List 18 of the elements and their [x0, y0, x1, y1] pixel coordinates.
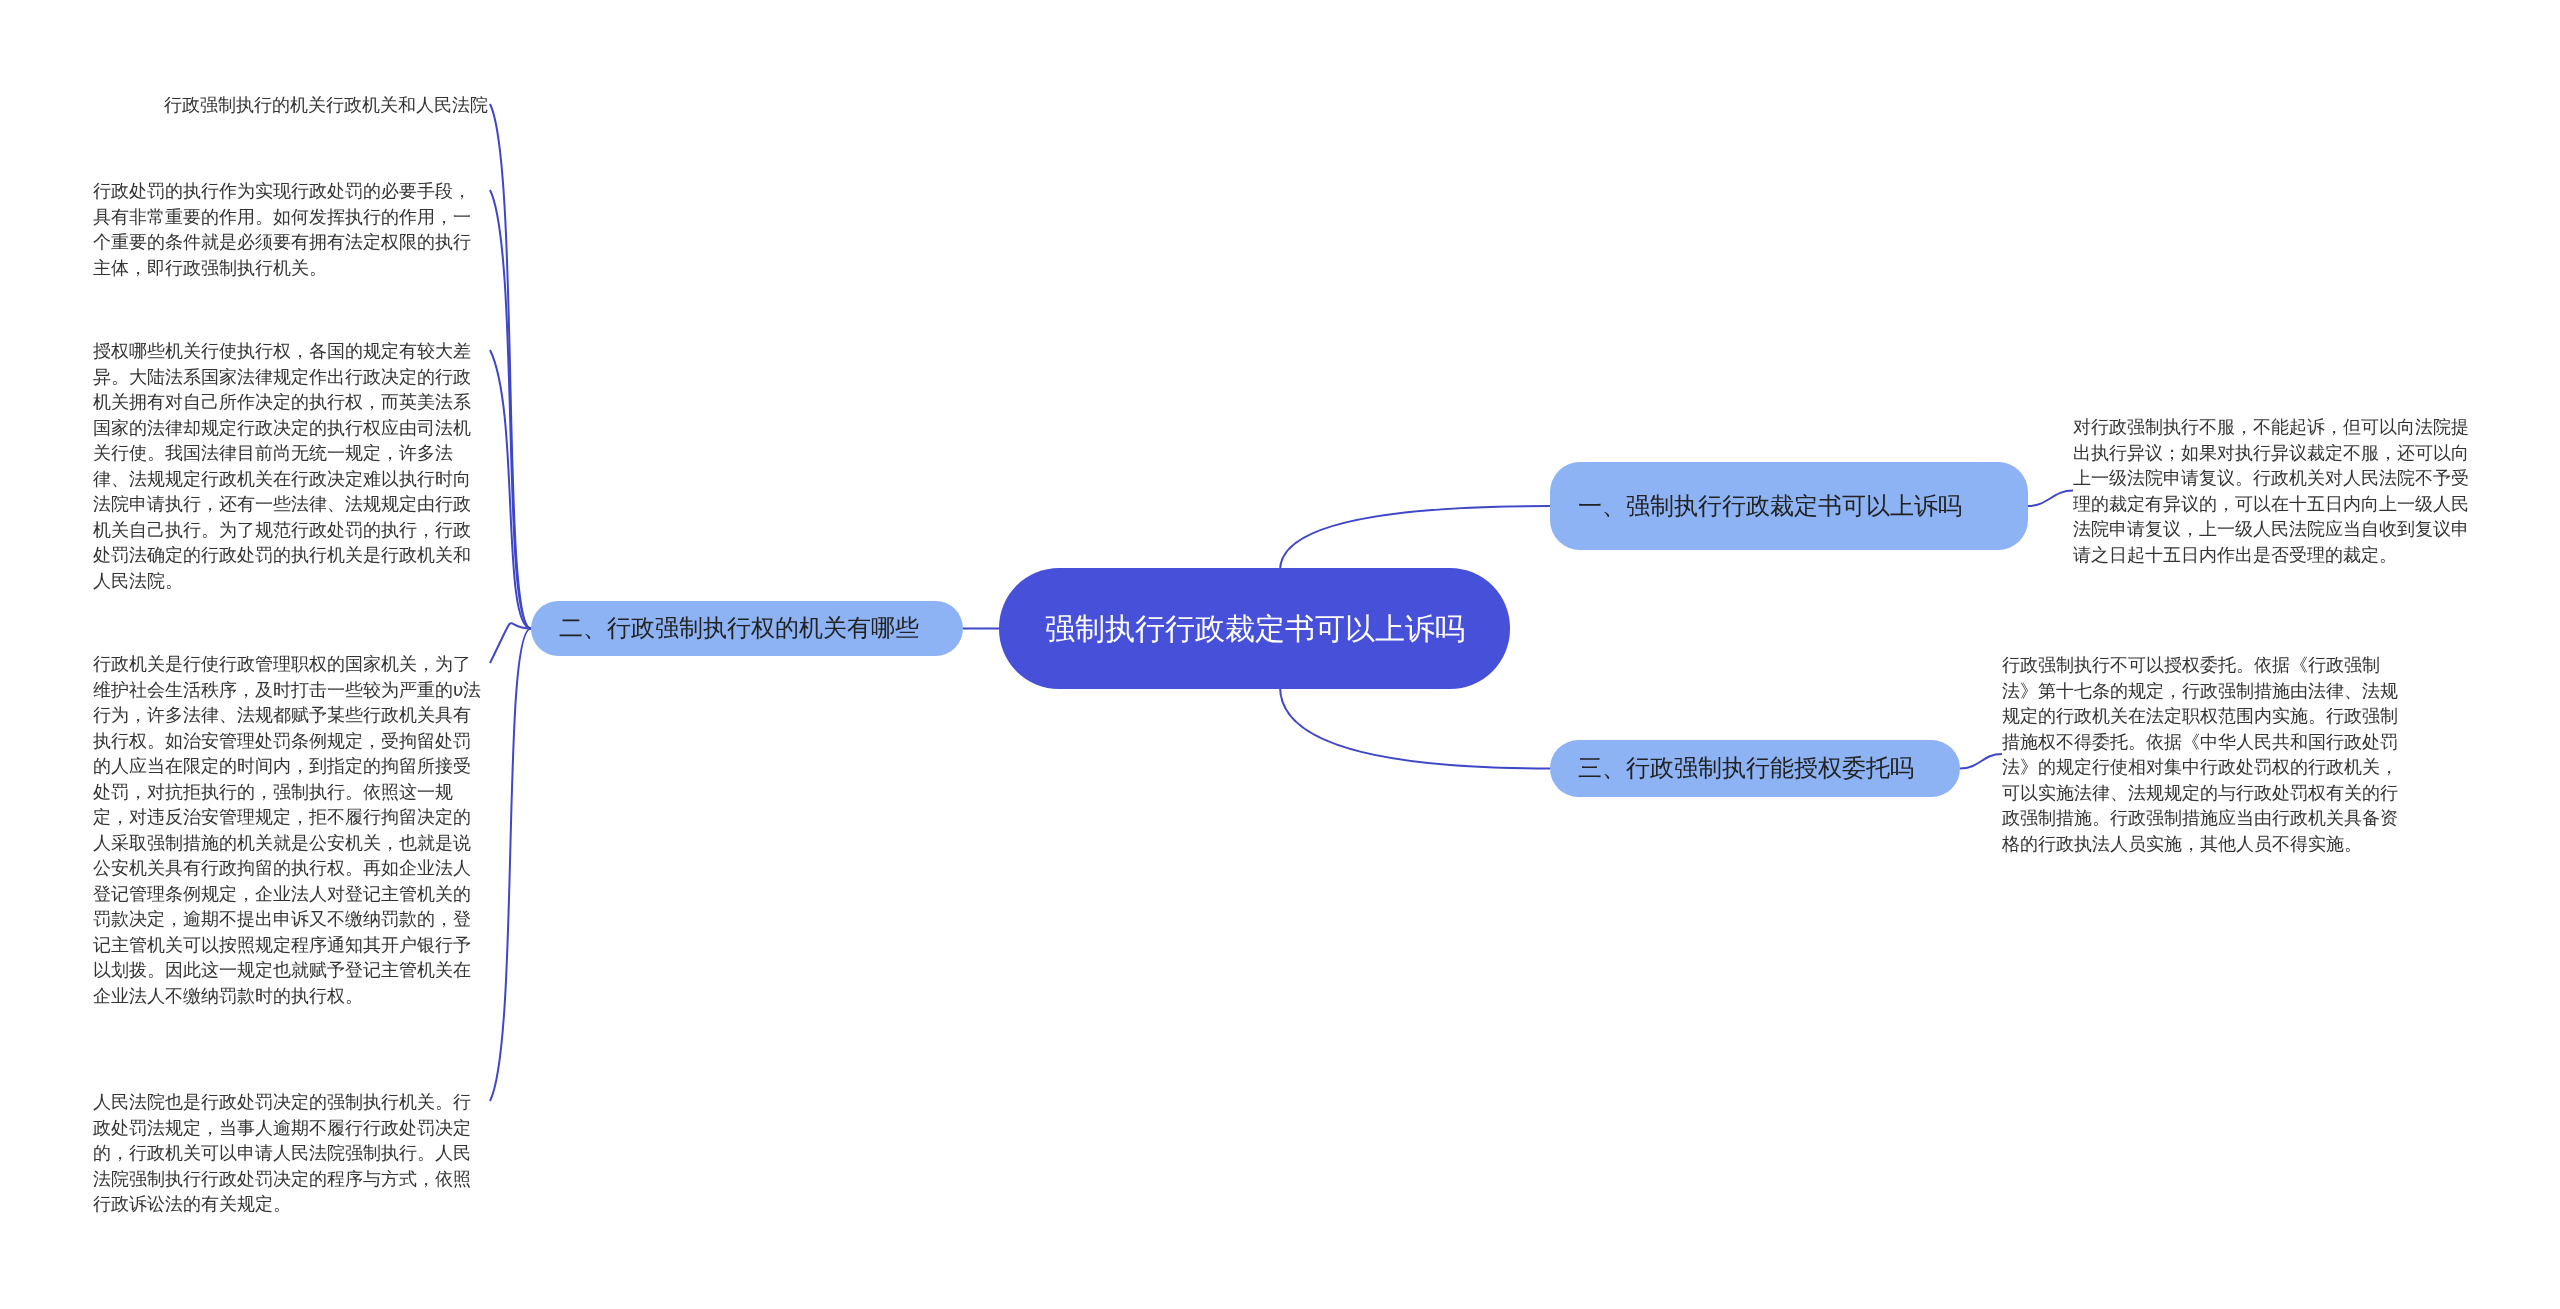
topic-box: 一、强制执行行政裁定书可以上诉吗: [1550, 462, 2028, 550]
connector: [1279, 505, 1551, 571]
note-text: 授权哪些机关行使执行权，各国的规定有较大差异。大陆法系国家法律规定作出行政决定的行政机关拥有对自己所作决定的执行权，而英美法系国家的法律却规定行政决定的执行权应由司法机关行使。我国法律目前尚无统一规定，许多法律、法规规定行政机关在行政决定难以执行时向法院申请执行，还有一些法律、法规规定由行政机关自己执行。为了规范行政处罚的执行，行政处罚法确定的行政处罚的执行机关是行政机关和人民法院。: [93, 338, 488, 593]
connector: [489, 627, 532, 1102]
central-topic: 强制执行行政裁定书可以上诉吗: [999, 568, 1510, 689]
note-text: 行政强制执行不可以授权委托。依据《行政强制法》第十七条的规定，行政强制措施由法律、法规规定的行政机关在法定职权范围内实施。行政强制措施权不得委托。依据《中华人民共和国行政处罚法》的规定行使相对集中行政处罚权的行政机关，可以实施法律、法规规定的与行政处罚权有关的行政强制措施。行政强制措施应当由行政机关具备资格的行政执法人员实施，其他人员不得实施。: [2002, 652, 2400, 856]
connector: [1959, 753, 2003, 770]
note-text: 行政强制执行的机关行政机关和人民法院: [93, 92, 488, 118]
note-text: 行政处罚的执行作为实现行政处罚的必要手段，具有非常重要的作用。如何发挥执行的作用，一个重要的条件就是必须要有拥有法定权限的执行主体，即行政强制执行机关。: [93, 178, 488, 280]
connector: [962, 627, 1000, 630]
connector: [1279, 686, 1551, 770]
topic-box: 三、行政强制执行能授权委托吗: [1550, 740, 1960, 797]
note-text: 人民法院也是行政处罚决定的强制执行机关。行政处罚法规定，当事人逾期不履行行政处罚决定的，行政机关可以申请人民法院强制执行。人民法院强制执行行政处罚决定的程序与方式，依照行政诉讼法的有关规定。: [93, 1089, 488, 1217]
connector: [2027, 489, 2074, 507]
note-text: 行政机关是行使行政管理职权的国家机关，为了维护社会生活秩序，及时打击一些较为严重的υ法行为，许多法律、法规都赋予某些行政机关具有执行权。如治安管理处罚条例规定，受拘留处罚的人应当在限定的时间内，到指定的拘留所接受处罚，对抗拒执行的，强制执行。依照这一规定，对违反治安管理规定，拒不履行拘留决定的人采取强制措施的机关就是公安机关，也就是说公安机关具有行政拘留的执行权。再如企业法人登记管理条例规定，企业法人对登记主管机关的罚款决定，逾期不提出申诉又不缴纳罚款的，登记主管机关可以按照规定程序通知其开户银行予以划拨。因此这一规定也就赋予登记主管机关在企业法人不缴纳罚款时的执行权。: [93, 651, 488, 1008]
note-text: 对行政强制执行不服，不能起诉，但可以向法院提出执行异议；如果对执行异议裁定不服，还可以向上一级法院申请复议。行政机关对人民法院不予受理的裁定有异议的，可以在十五日内向上一级人民法院申请复议，上一级人民法院应当自收到复议申请之日起十五日内作出是否受理的裁定。: [2073, 414, 2473, 567]
topic-box: 二、行政强制执行权的机关有哪些: [531, 601, 963, 656]
connector: [489, 189, 532, 630]
